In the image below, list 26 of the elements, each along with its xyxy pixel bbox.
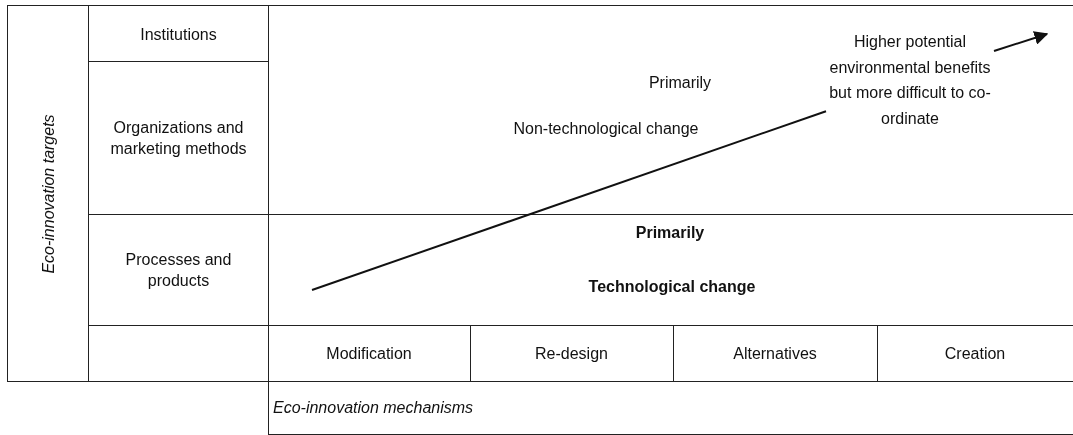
region-label: Non-technological change (513, 119, 699, 139)
cell-label: Modification (325, 343, 413, 364)
arrow (993, 31, 1049, 53)
cell-label: Re-design (534, 343, 609, 364)
axis-title: Eco-innovation mechanisms (273, 398, 474, 418)
table-cell (7, 5, 89, 382)
table-cell (88, 214, 269, 326)
region-label: Technological change (588, 277, 756, 297)
table-cell (88, 5, 269, 62)
cell-label: Processes and products (124, 249, 233, 291)
table-cell (88, 61, 269, 215)
cell-label: Creation (943, 343, 1007, 364)
cell-label: Institutions (139, 24, 218, 44)
empty-cell (88, 325, 269, 382)
table-cell (268, 381, 1073, 435)
trend-line (311, 110, 827, 291)
region-label: Primarily (635, 223, 705, 243)
region-label: Primarily (648, 73, 712, 93)
cell-label: Alternatives (732, 343, 818, 364)
table-cell (268, 325, 471, 382)
table-cell (268, 5, 1073, 215)
annotation-text: Higher potential environmental benefits but more difficult to co-ordinate (826, 29, 994, 157)
axis-title: Eco-innovation targets (39, 113, 58, 274)
table-cell (470, 325, 674, 382)
table-cell (673, 325, 878, 382)
cell-label: Organizations and marketing methods (109, 117, 248, 159)
